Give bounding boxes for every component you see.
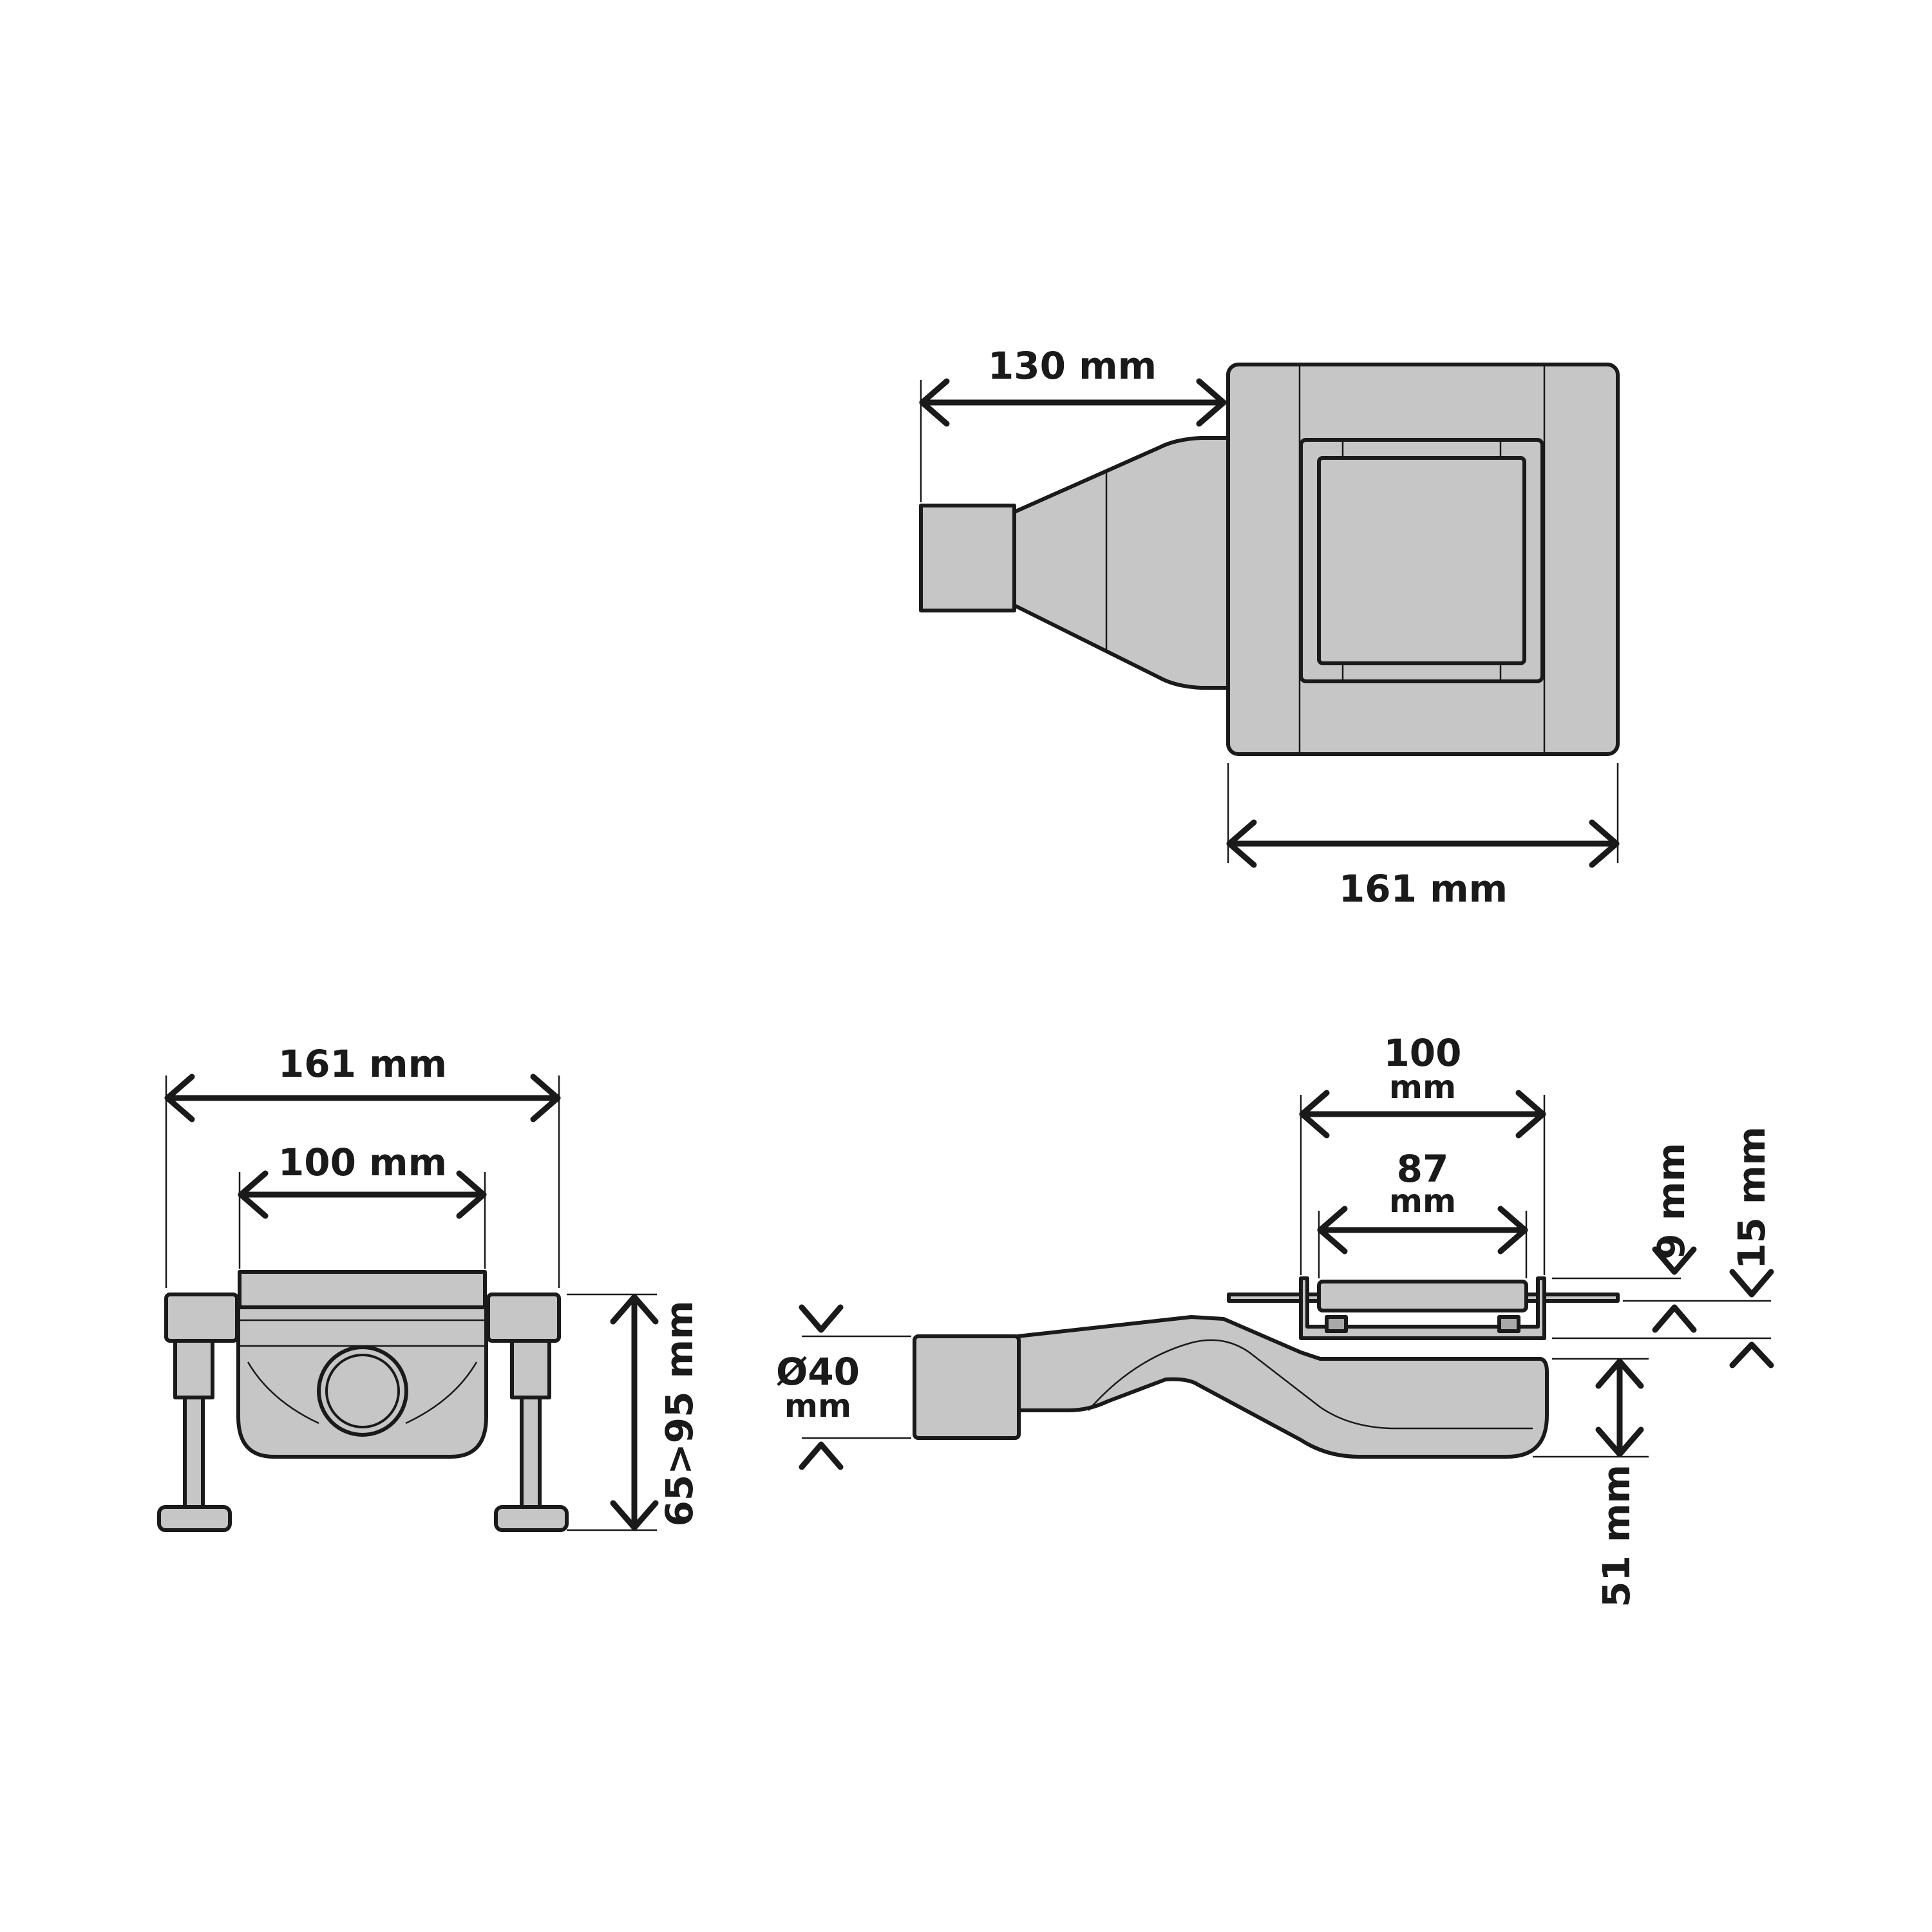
front-body-curve-right <box>405 1361 478 1425</box>
front-outlet-pipe <box>317 1345 408 1437</box>
front-body-curve-left <box>247 1361 319 1425</box>
side-dim-100-value: 100 <box>1383 1031 1461 1075</box>
front-dim-161-arrow-right <box>530 1074 561 1122</box>
side-dim-40-arrow-top <box>799 1304 844 1333</box>
front-grate <box>238 1270 487 1309</box>
side-view: 100 mm 87 mm 9 mm 15 mm Ø40 mm 51 mm <box>776 1031 1774 1607</box>
front-dim-100-label: 100 mm <box>278 1141 447 1184</box>
side-dim-87-arrow-left <box>1317 1206 1348 1255</box>
front-dim-height-label: 65>95 mm <box>658 1300 701 1526</box>
side-dim-9-arrow-bottom <box>1652 1304 1697 1333</box>
side-grate <box>1317 1280 1528 1312</box>
front-foot-left <box>157 1505 232 1532</box>
side-dim-15-arrow-bottom <box>1729 1341 1774 1368</box>
side-dim-100-arrow-right <box>1515 1090 1546 1139</box>
front-flange-left <box>164 1293 239 1343</box>
front-dim-100-arrow-left <box>238 1170 269 1219</box>
top-dim-161-arrow-right <box>1589 819 1620 868</box>
side-grate-support-left <box>1325 1315 1348 1333</box>
side-dim-9-label: 9 mm <box>1649 1142 1693 1259</box>
side-dim-87-arrow-right <box>1497 1206 1528 1255</box>
top-view: 130 mm 161 mm <box>919 344 1620 911</box>
side-dim-9-arrow-top <box>1652 1246 1697 1275</box>
top-dim-130-label: 130 mm <box>988 344 1157 388</box>
side-dim-51-label: 51 mm <box>1595 1464 1638 1607</box>
top-dim-161-arrow-left <box>1226 819 1257 868</box>
side-dim-100-unit: mm <box>1389 1068 1456 1106</box>
top-outlet-pipe <box>919 504 1016 612</box>
front-leg-upper-left <box>173 1339 214 1399</box>
top-dim-161-label: 161 mm <box>1339 867 1508 911</box>
top-dim-130-arrow-right <box>1196 378 1227 427</box>
side-dim-40-arrow-bottom <box>799 1441 844 1470</box>
front-flange-right <box>486 1293 561 1343</box>
side-dim-87-unit: mm <box>1389 1182 1456 1220</box>
front-dim-100-arrow-right <box>456 1170 487 1219</box>
side-outlet-pipe <box>913 1334 1021 1440</box>
front-leg-lower-left <box>183 1396 205 1514</box>
side-dim-40-unit: mm <box>784 1387 851 1425</box>
front-dim-161-arrow-left <box>164 1074 195 1122</box>
top-dim-130-arrow-left <box>919 378 950 427</box>
front-outlet-pipe-inner <box>325 1354 400 1428</box>
side-dim-15-arrow-top <box>1729 1269 1774 1298</box>
side-body-inner-curve <box>1088 1339 1533 1430</box>
front-leg-upper-right <box>510 1339 551 1399</box>
side-dim-15-label: 15 mm <box>1730 1126 1774 1269</box>
side-dim-51-arrow-top <box>1595 1358 1644 1389</box>
side-dim-87-value: 87 <box>1397 1147 1449 1191</box>
side-dim-100-arrow-left <box>1299 1090 1330 1139</box>
front-foot-right <box>494 1505 569 1532</box>
front-dim-height-arrow-bottom <box>610 1500 659 1531</box>
front-view: 161 mm 100 mm 65>95 mm <box>157 1042 701 1532</box>
side-grate-support-right <box>1497 1315 1520 1333</box>
top-reducer <box>1012 436 1235 690</box>
front-dim-161-label: 161 mm <box>278 1042 447 1086</box>
top-grate <box>1317 456 1526 665</box>
side-drain-body <box>1016 1315 1549 1459</box>
side-dim-40-value: Ø40 <box>776 1350 860 1394</box>
front-dim-height-arrow-top <box>610 1294 659 1325</box>
side-dim-51-arrow-bottom <box>1595 1426 1644 1457</box>
front-leg-lower-right <box>520 1396 542 1514</box>
